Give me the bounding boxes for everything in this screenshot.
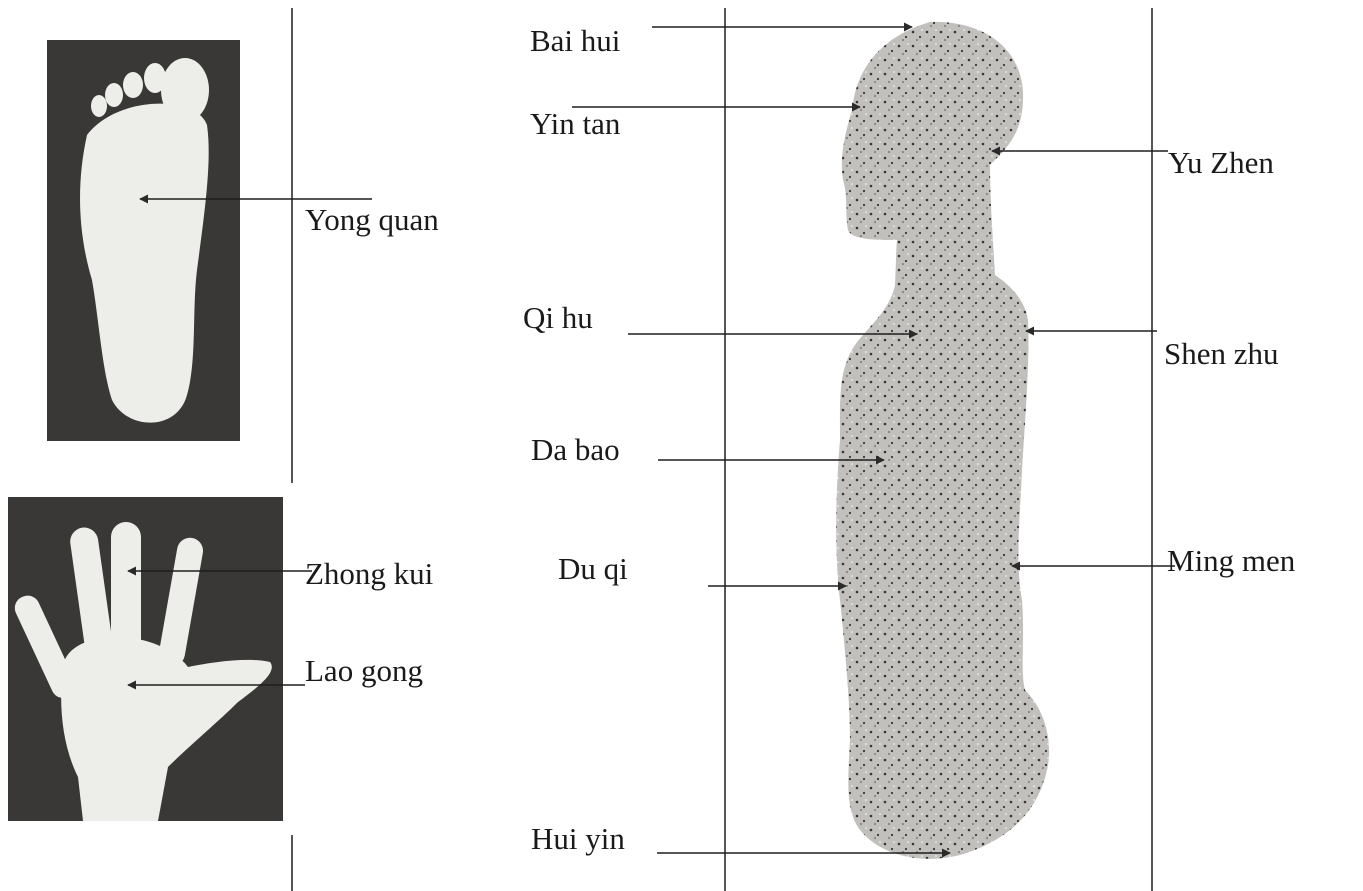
label-ming-men: Ming men xyxy=(1167,545,1295,576)
label-qi-hu: Qi hu xyxy=(523,302,593,333)
label-lao-gong: Lao gong xyxy=(305,655,423,686)
human-silhouette-icon xyxy=(836,22,1049,859)
label-yu-zhen: Yu Zhen xyxy=(1168,147,1274,178)
label-da-bao: Da bao xyxy=(531,434,620,465)
label-bai-hui: Bai hui xyxy=(530,25,620,56)
label-shen-zhu: Shen zhu xyxy=(1164,338,1279,369)
label-yin-tan: Yin tan xyxy=(530,108,620,139)
label-zhong-kui: Zhong kui xyxy=(305,558,433,589)
label-du-qi: Du qi xyxy=(558,553,628,584)
label-hui-yin: Hui yin xyxy=(531,823,625,854)
label-yong-quan: Yong quan xyxy=(305,204,439,235)
